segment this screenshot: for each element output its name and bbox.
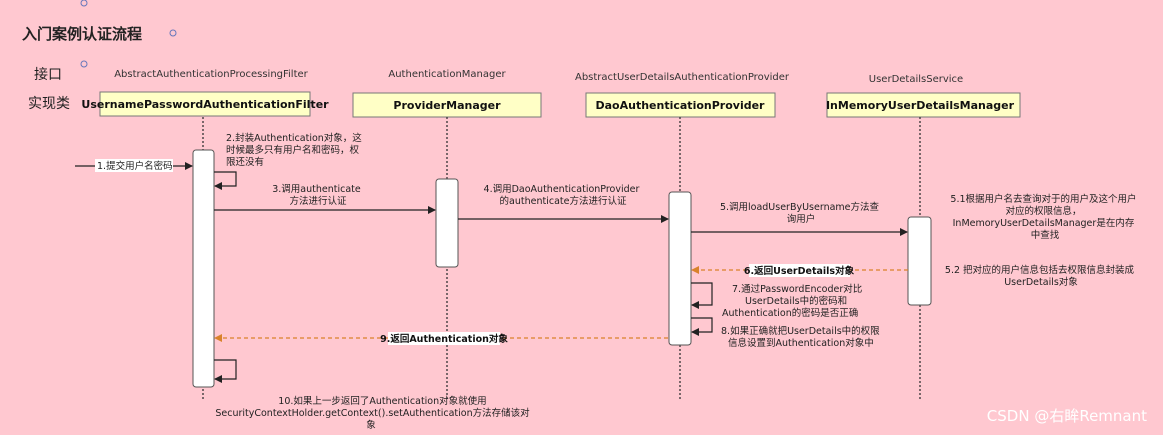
arrow-2-self [214,171,237,190]
participant-box-manager [352,92,542,118]
interface-name-provider: AbstractUserDetailsAuthenticationProvide… [575,72,790,83]
decor-circle-icon [80,0,88,7]
label-bg-9 [388,332,500,345]
participant-label-manager: ProviderManager [393,99,501,112]
arrow-7-self [691,282,713,309]
msg-5-1-note: 5.1根据用户名去查询对于的用户及这个用户 对应的权限信息， InMemoryU… [950,193,1139,241]
participant-box-userdetails [826,92,1021,118]
activation-filter [192,149,215,388]
interface-name-filter: AbstractAuthenticationProcessingFilter [114,69,308,80]
interface-name-manager: AuthenticationManager [388,69,506,80]
participant-box-filter [99,91,311,117]
msg-5-label: 5.调用loadUserByUsername方法查 询用户 [720,201,882,225]
msg-1-label: 1.提交用户名密码 [97,160,173,172]
msg-9-label: 9.返回Authentication对象 [380,333,508,345]
msg-3-label: 3.调用authenticate 方法进行认证 [272,184,364,207]
row-label-interface: 接口 [34,66,62,83]
arrow-10-self [214,359,237,383]
msg-8-label: 8.如果正确就把UserDetails中的权限 信息设置到Authenticat… [721,325,883,349]
msg-7-label: 7.通过PasswordEncoder对比 UserDetails中的密码和 A… [722,283,865,319]
participant-label-userdetails: InMemoryUserDetailsManager [826,99,1015,112]
interface-name-userdetails: UserDetailsService [869,74,963,85]
msg-5-2-note: 5.2 把对应的用户信息包括去权限信息封装成 UserDetails对象 [945,264,1137,288]
msg-6-label: 6.返回UserDetails对象 [744,265,855,277]
msg-4-label: 4.调用DaoAuthenticationProvider 的authentic… [484,184,643,207]
row-label-impl: 实现类 [28,96,70,112]
diagram-title: 入门案例认证流程 [22,25,142,43]
decor-circle-icon [80,60,88,68]
msg-10-label: 10.如果上一步返回了Authentication对象就使用 SecurityC… [215,395,532,431]
decor-circle-icon [169,29,177,37]
activation-provider [668,191,692,346]
label-bg-6 [749,264,850,277]
label-bg-1 [95,159,173,172]
participant-label-filter: UsernamePasswordAuthenticationFilter [81,98,329,111]
msg-2-label: 2.封装Authentication对象，这 时候最多只有用户名和密码，权 限还… [226,132,365,168]
arrow-8-self [691,317,713,336]
watermark: CSDN @右眸Remnant [987,407,1147,425]
activation-manager [435,178,459,268]
participant-label-provider: DaoAuthenticationProvider [596,99,766,112]
activation-userdetails [907,216,932,306]
